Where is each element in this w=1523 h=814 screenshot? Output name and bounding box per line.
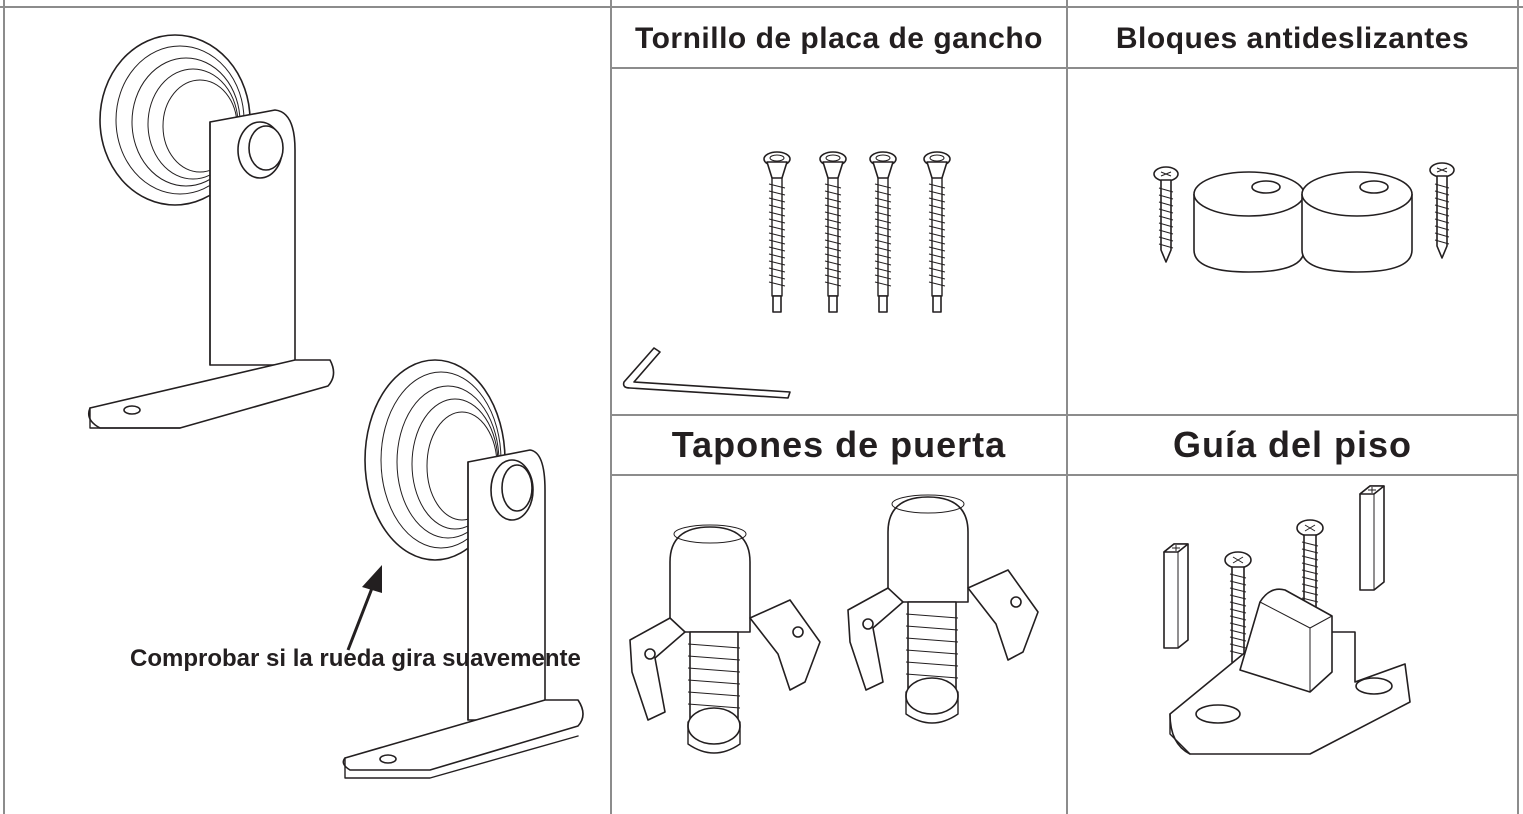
screw-icon [1153, 166, 1179, 263]
hook-plate-screws [763, 151, 951, 313]
top-rule [0, 6, 1523, 8]
row-rule-1 [610, 67, 1519, 69]
row-rule-2 [610, 414, 1519, 416]
column-divider-right [1066, 0, 1068, 814]
hex-key-icon [620, 340, 800, 400]
anti-slip-blocks-title: Bloques antideslizantes [1115, 21, 1470, 55]
roller-hanger-back [80, 30, 340, 440]
wheel-check-caption: Comprobar si la rueda gira suavemente [130, 645, 581, 672]
right-border [1517, 0, 1519, 814]
screw-icon [869, 151, 897, 313]
door-stoppers-art [629, 494, 1039, 754]
anti-slip-block-icon [1193, 171, 1305, 273]
screw-icon [923, 151, 951, 313]
column-divider-main [610, 0, 612, 814]
row-rule-3 [610, 474, 1519, 476]
spacer-icon [1359, 485, 1385, 591]
check-arrow-icon [340, 565, 382, 655]
floor-guide-art [1163, 485, 1440, 772]
hook-plate-screw-title: Tornillo de placa de gancho [635, 21, 1043, 55]
screw-icon [1429, 162, 1455, 259]
anti-slip-block-icon [1301, 171, 1413, 273]
door-stoppers-title: Tapones de puerta [671, 424, 1007, 465]
floor-guide-bracket [1170, 589, 1410, 754]
screw-icon [819, 151, 847, 313]
screw-icon [763, 151, 791, 313]
anti-slip-kit [1153, 162, 1455, 273]
left-border [3, 0, 5, 814]
roller-hanger-front [340, 360, 600, 790]
spacer-icon [1163, 543, 1189, 649]
door-stopper-icon [847, 494, 1039, 724]
door-stopper-icon [629, 524, 821, 754]
floor-guide-title: Guía del piso [1172, 424, 1413, 465]
